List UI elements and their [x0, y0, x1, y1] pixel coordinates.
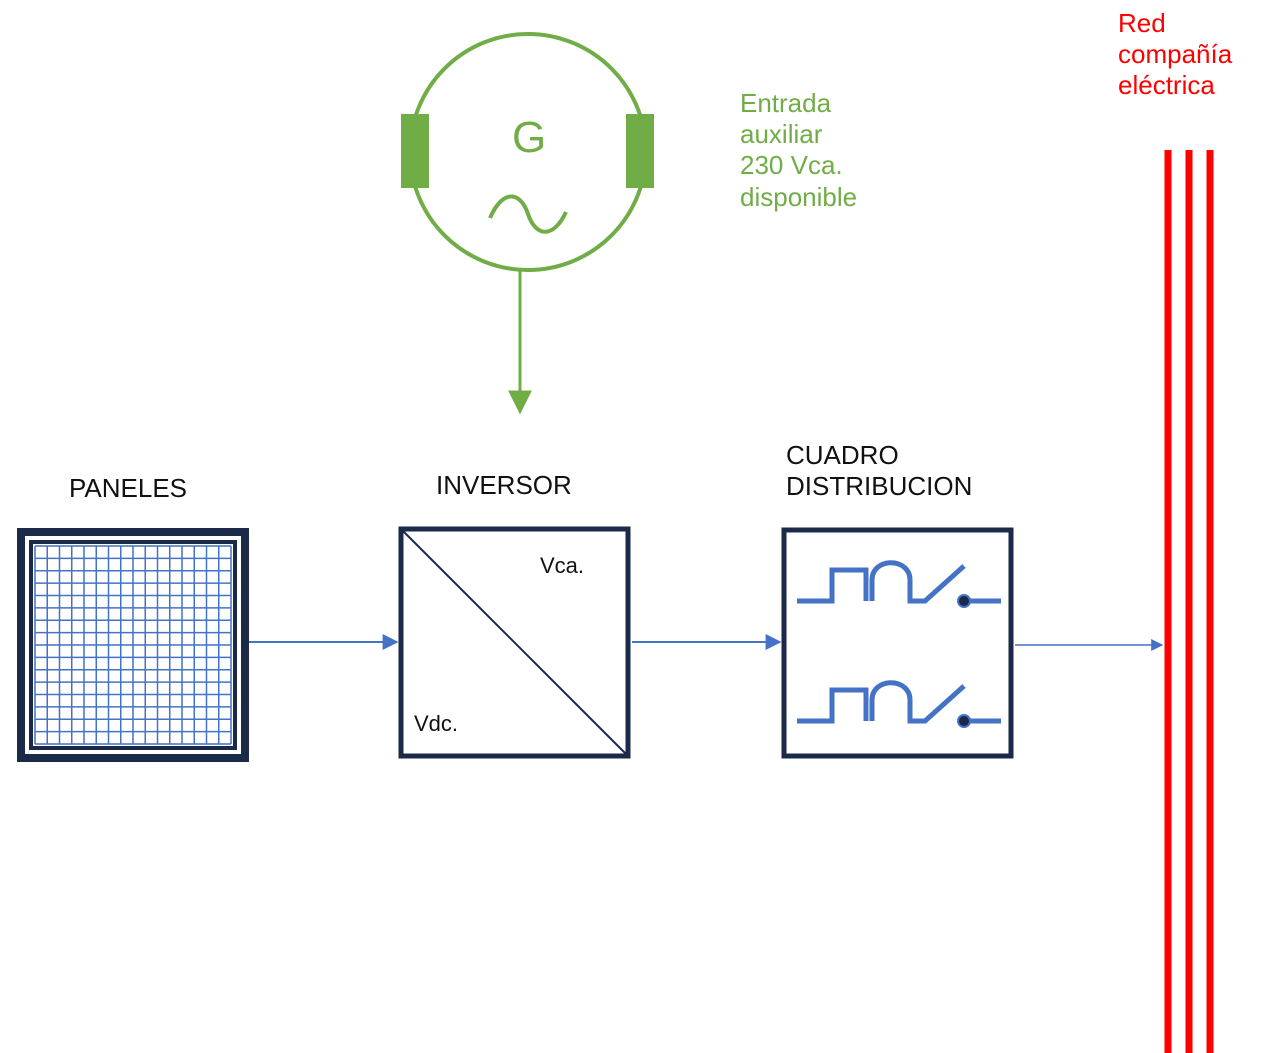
breaker-icon-bottom [797, 680, 1001, 728]
grid-label: Red compañía eléctrica [1118, 8, 1232, 102]
inverter-label: INVERSOR [436, 470, 572, 500]
grid-label-line: compañía [1118, 39, 1233, 70]
sine-wave-icon [488, 194, 568, 234]
grid-label-line: Red [1118, 8, 1166, 38]
distribution-board-box [781, 527, 1014, 759]
distribution-label: CUADRO DISTRIBUCION [786, 440, 972, 502]
breaker-icon-top [797, 560, 1001, 608]
generator-terminal-right [626, 114, 654, 188]
grid-label-line: eléctrica [1118, 70, 1215, 101]
generator-caption-line: disponible [740, 181, 858, 212]
generator-symbol [401, 32, 654, 272]
generator-caption-line: 230 Vca. [740, 150, 843, 181]
distribution-label-line: DISTRIBUCION [786, 471, 973, 502]
inverter-diagonal [400, 528, 629, 757]
panels-label: PANELES [69, 473, 188, 503]
generator-symbol-label: G [512, 113, 547, 162]
generator-caption-line: Entrada [740, 88, 832, 118]
inverter-box [398, 526, 631, 759]
generator-terminal-left [401, 114, 429, 188]
solar-panel-icon [17, 528, 249, 762]
inverter-ac-label: Vca. [540, 553, 585, 578]
inverter-dc-label: Vdc. [414, 711, 459, 736]
generator-caption-line: auxiliar [740, 119, 823, 150]
generator-caption: Entrada auxiliar 230 Vca. disponible [740, 88, 857, 213]
distribution-label-line: CUADRO [786, 440, 899, 470]
utility-grid-lines [1164, 150, 1214, 1053]
